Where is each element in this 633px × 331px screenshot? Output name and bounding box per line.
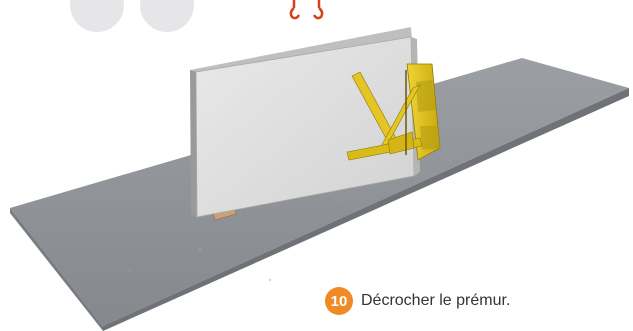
crane-hook-icon: [314, 0, 322, 18]
step-caption: 10 Décrocher le prémur.: [325, 286, 510, 316]
decor-circle: [140, 0, 194, 32]
step-number-badge: 10: [325, 287, 353, 315]
decor-circle: [70, 0, 124, 32]
step-text: Décrocher le prémur.: [361, 292, 510, 310]
crane-hook-icon: [291, 0, 299, 18]
